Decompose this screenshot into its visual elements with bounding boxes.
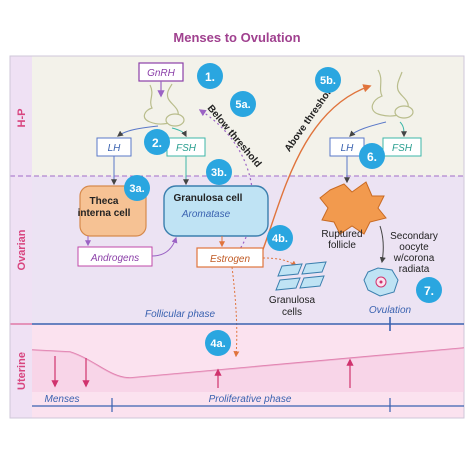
pituitary-to-fsh-arrow — [171, 127, 187, 138]
svg-text:4a.: 4a. — [210, 338, 225, 350]
step-badge-5b: 5b. — [315, 67, 341, 93]
section-label-hp: H-P — [16, 109, 28, 128]
step-badge-5a: 5a. — [230, 91, 256, 117]
granulosa-cell — [163, 185, 269, 237]
ruptured-follicle-label-line2: follicle — [328, 240, 356, 251]
section-label-uterine: Uterine — [16, 352, 28, 390]
secondary-oocyte-label-line3: w/corona — [393, 253, 435, 264]
step-badge-7: 7. — [416, 277, 442, 303]
granulosa-cells-label-line2: cells — [282, 307, 302, 318]
theca-label-line1: Theca — [90, 196, 119, 207]
ruptured-follicle-icon — [319, 181, 387, 235]
step-badge-1: 1. — [197, 63, 223, 89]
pituitary-right-to-fsh-arrow — [399, 121, 407, 138]
diagram-title: Menses to Ovulation — [173, 30, 300, 45]
ovulation-label: Ovulation — [369, 305, 412, 316]
aromatase-label: Aromatase — [181, 209, 231, 220]
androgens-label: Androgens — [90, 253, 139, 264]
androgens-to-granulosa-arrow — [151, 236, 178, 257]
step-badge-4b: 4b. — [267, 225, 293, 251]
svg-text:6.: 6. — [367, 150, 377, 164]
pituitary-left-icon — [143, 83, 185, 127]
svg-text:2.: 2. — [152, 136, 162, 150]
secondary-oocyte-label-line2: oocyte — [399, 242, 429, 253]
step-badge-3b: 3b. — [206, 159, 232, 185]
follicle-to-oocyte-arrow — [379, 225, 386, 264]
svg-text:3b.: 3b. — [211, 167, 227, 179]
svg-text:7.: 7. — [424, 284, 434, 298]
granulosa-cell-label: Granulosa cell — [174, 193, 243, 204]
secondary-oocyte-label-line1: Secondary — [390, 231, 438, 242]
proliferative-phase-label: Proliferative phase — [209, 394, 292, 405]
step-badge-3a: 3a. — [124, 175, 150, 201]
fsh-label-right: FSH — [392, 143, 413, 154]
svg-text:4b.: 4b. — [272, 233, 288, 245]
diagram-frame — [9, 55, 465, 419]
estrogen-label: Estrogen — [210, 254, 250, 265]
granulosa-cells-icon — [275, 261, 327, 291]
oocyte-icon — [363, 267, 399, 297]
lh-label-left: LH — [108, 143, 122, 154]
step-badge-6: 6. — [359, 143, 385, 169]
lh-label-right: LH — [341, 143, 355, 154]
estrogen-below-threshold-arrow — [198, 109, 254, 253]
endometrium-fill — [32, 348, 464, 392]
svg-text:1.: 1. — [205, 70, 215, 84]
gnrh-label: GnRH — [147, 68, 176, 79]
step-badge-4a: 4a. — [205, 330, 231, 356]
secondary-oocyte-label-line4: radiata — [399, 264, 430, 275]
estrogen-box — [196, 247, 264, 268]
section-label-ovarian: Ovarian — [16, 229, 28, 270]
svg-text:5b.: 5b. — [320, 75, 336, 87]
fsh-label-left: FSH — [176, 143, 197, 154]
fsh-box-right — [382, 137, 422, 157]
pituitary-right-to-lh-arrow — [349, 121, 387, 137]
follicular-phase-label: Follicular phase — [145, 309, 215, 320]
theca-label-line2: interna cell — [78, 208, 131, 219]
estrogen-to-endometrium-arrow — [231, 266, 240, 358]
granulosa-cells-label-line1: Granulosa — [269, 295, 316, 306]
ruptured-follicle-label-line1: Ruptured — [321, 229, 362, 240]
svg-text:3a.: 3a. — [129, 183, 144, 195]
step-badge-2: 2. — [144, 129, 170, 155]
section-label-stripe — [10, 56, 32, 418]
menses-label: Menses — [44, 394, 79, 405]
pituitary-to-lh-arrow — [117, 125, 159, 137]
pituitary-right-icon — [371, 69, 414, 119]
svg-text:5a.: 5a. — [235, 99, 250, 111]
